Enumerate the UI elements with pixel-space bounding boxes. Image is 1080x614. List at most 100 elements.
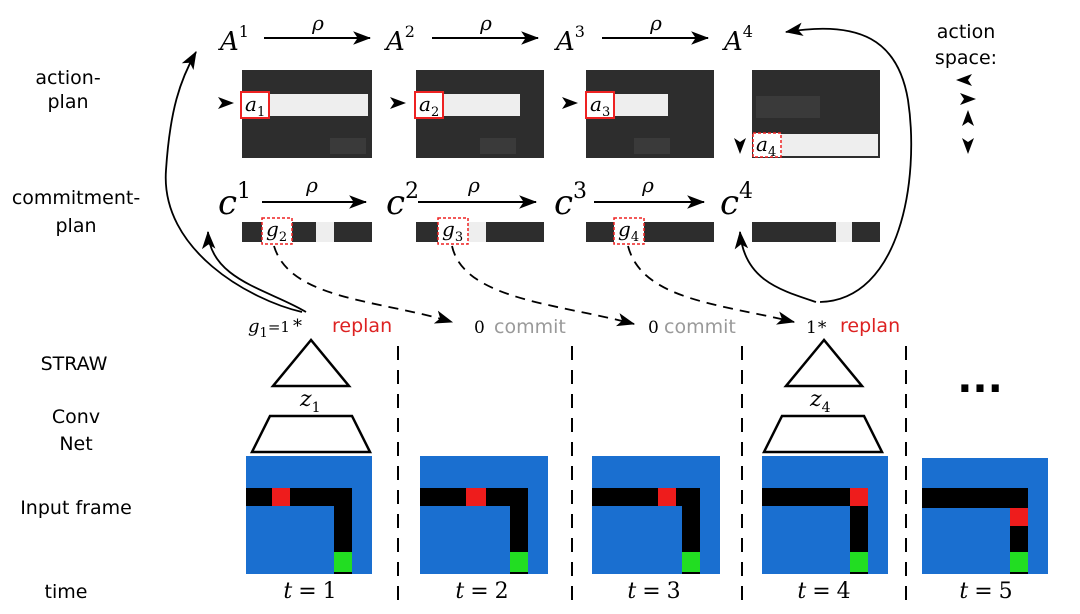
svg-text:g3: g3 [442,217,463,245]
ellipsis: ... [957,356,1003,402]
agent-cell [658,488,676,506]
goal-cell [510,552,528,572]
arrow-up-down-icon [962,110,974,154]
commitment-cell [466,222,486,242]
action-pointer-icon [734,138,746,154]
input-frame-t5 [922,458,1048,574]
rho-label: ρ [479,11,492,35]
goal-cell [1010,552,1028,572]
straw-module-t4: z4 [761,338,885,454]
commitment-plan-c4: c4 [720,179,753,223]
input-frame-t3 [592,456,720,574]
latent-z1: z1 [299,387,321,416]
commit-tag: commit [664,316,736,338]
action-plan-row [244,94,368,116]
action-plan-cell [330,138,366,154]
action-space-label-line2: space: [935,47,997,69]
svg-text:g4: g4 [618,217,639,245]
action-plan-cell [480,138,516,154]
rho-label: ρ [641,173,654,197]
agent-cell [466,488,486,506]
svg-text:g1=1*: g1=1* [248,316,302,341]
rho-label: ρ [467,173,480,197]
commitment-plan-c3: c3 [554,179,587,223]
commitment-bar-4 [752,222,880,242]
input-frame-t4 [762,456,888,574]
replan-tag: replan [840,315,900,337]
commit-arrow-2 [451,245,636,327]
straw-triangle [783,338,865,388]
commit-label-g2: g2 [261,217,293,245]
gate-value-t4: 1* replan [806,315,900,338]
commit-arrow-1 [273,245,454,324]
svg-text:0: 0 [648,318,659,338]
action-space-legend: action space: [935,21,997,154]
convnet-trapezoid [249,414,373,454]
rho-label: ρ [311,11,324,35]
svg-text:0: 0 [474,318,485,338]
commit-tag: commit [494,316,566,338]
action-plan-cell [634,138,670,154]
row-label-conv-line1: Conv [52,406,100,428]
agent-cell [272,488,290,506]
gate-value-t3: 0 commit [648,316,736,338]
action-plan-cell [756,96,820,118]
rho-label: ρ [649,11,662,35]
row-label-action-plan-line1: action- [35,67,100,89]
action-pointer-icon [562,97,578,109]
time-label-t4: t=4 [797,579,850,604]
input-frame-t1 [246,456,372,574]
svg-text:a2: a2 [419,92,439,120]
commitment-cell [316,222,334,242]
connector-arrows [165,22,913,327]
commit-arrow-3 [627,245,796,325]
svg-text:a4: a4 [756,132,776,160]
action-label-a1: a1 [240,91,270,120]
commitment-bar-3 [586,222,714,242]
convnet-trapezoid [761,414,885,454]
replan-arrow-to-A1 [165,51,303,313]
time-label-t3: t=3 [627,579,680,604]
action-plan-images: a1 a2 a3 a4 [218,70,880,160]
commit-label-g4: g4 [613,217,645,245]
row-label-input-frame: Input frame [20,497,132,519]
svg-text:g2: g2 [266,217,287,245]
straw-triangle [270,338,352,388]
agent-cell [1010,508,1028,526]
action-plan-A2: A2 [384,22,415,57]
action-label-a4: a4 [752,132,782,160]
action-plan-A1: A1 [218,22,249,57]
commitment-plan-headers: c1 c2 c3 c4 ρ ρ ρ [218,173,753,223]
action-plan-A3: A3 [554,22,585,57]
commitment-plan-c2: c2 [386,179,419,223]
replan-tag: replan [332,315,392,337]
gate-values: g1=1* replan 0 commit 0 commit 1* replan [248,315,900,341]
svg-text:a1: a1 [245,92,265,120]
action-plan-A4: A4 [722,22,753,57]
svg-text:1*: 1* [806,318,827,338]
time-separators [397,346,907,610]
action-space-label-line1: action [937,21,995,43]
action-label-a2: a2 [414,91,444,120]
row-label-commitment-plan-line1: commitment- [12,187,140,209]
gate-value-t1: g1=1* replan [248,315,392,341]
time-label-t1: t=1 [283,579,336,604]
action-plan-headers: A1 A2 A3 A4 ρ ρ ρ [218,11,753,57]
time-label-t2: t=2 [455,579,508,604]
goal-cell [850,552,868,572]
commitment-plan-c1: c1 [218,179,251,223]
row-label-conv-line2: Net [59,433,92,455]
rho-label: ρ [305,173,318,197]
time-label-t5: t=5 [959,579,1012,604]
arrow-right-icon [960,93,976,105]
row-label-time: time [45,581,88,603]
straw-module-t1: z1 [249,338,373,454]
action-label-a3: a3 [585,91,615,120]
latent-z4: z4 [809,387,831,416]
goal-cell [334,552,352,572]
arrow-left-icon [956,74,972,86]
input-frame-t2 [420,456,548,574]
action-plan-row [754,134,878,156]
goal-cell [682,552,700,572]
